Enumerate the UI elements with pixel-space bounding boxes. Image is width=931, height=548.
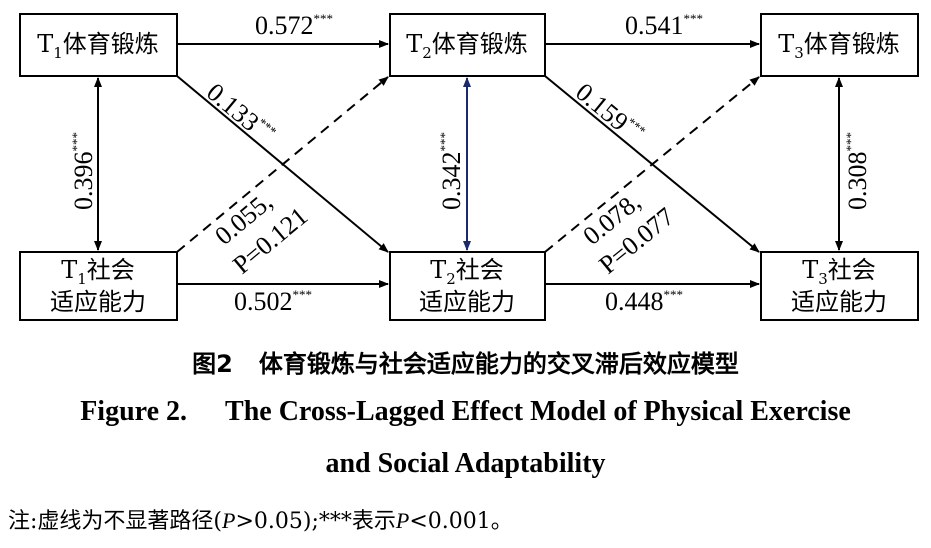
caption-cn-number: 图2 bbox=[192, 350, 233, 378]
figure-note: 注:虚线为不显著路径(P>0.05);***表示P<0.001。 bbox=[8, 508, 513, 534]
coef-corr3: 0.308*** bbox=[843, 132, 872, 210]
node-t1-exercise bbox=[19, 13, 178, 77]
coef-ex2-soc3: 0.159*** bbox=[570, 77, 649, 149]
coef-ex2-ex3: 0.541*** bbox=[625, 11, 703, 40]
node-t1-social bbox=[19, 251, 178, 321]
caption-en-line1: Figure 2.The Cross-Lagged Effect Model o… bbox=[80, 396, 851, 427]
caption-cn-title: 体育锻炼与社会适应能力的交叉滞后效应模型 bbox=[258, 350, 739, 378]
coef-soc2-soc3: 0.448*** bbox=[605, 287, 683, 316]
node-t3-social-label2: 适应能力 bbox=[791, 288, 887, 316]
caption-en-number: Figure 2. bbox=[80, 396, 188, 427]
node-t3-exercise bbox=[760, 13, 919, 77]
coef-ex1-soc2: 0.133*** bbox=[201, 77, 279, 149]
node-t2-social-label: T2社会 bbox=[430, 256, 504, 288]
node-t1-exercise-label: T1体育锻炼 bbox=[37, 30, 159, 62]
node-t2-exercise bbox=[389, 13, 546, 77]
coef-soc1-soc2: 0.502*** bbox=[234, 287, 312, 316]
node-t3-social bbox=[760, 251, 919, 321]
node-t2-social bbox=[389, 251, 546, 321]
node-t2-social-label2: 适应能力 bbox=[419, 288, 515, 316]
node-t2-exercise-label: T2体育锻炼 bbox=[406, 30, 528, 62]
coef-corr2: 0.342*** bbox=[437, 132, 466, 210]
arrow-soc1-ex2 bbox=[176, 76, 389, 253]
coef-ex1-ex2: 0.572*** bbox=[255, 11, 333, 40]
caption-cn: 图2 体育锻炼与社会适应能力的交叉滞后效应模型 bbox=[0, 344, 931, 379]
node-t1-social-label: T1社会 bbox=[61, 256, 135, 288]
node-t3-exercise-label: T3体育锻炼 bbox=[778, 30, 900, 62]
node-t3-social-label: T3社会 bbox=[802, 256, 876, 288]
caption-en-line2: and Social Adaptability bbox=[325, 448, 606, 479]
coef-corr1: 0.396*** bbox=[69, 132, 98, 210]
path-diagram: T1体育锻炼 T2体育锻炼 T3体育锻炼 T1社会 适应能力 T2社会 适应能力… bbox=[19, 11, 919, 321]
node-t1-social-label2: 适应能力 bbox=[50, 288, 146, 316]
arrow-soc2-ex3 bbox=[544, 76, 760, 253]
